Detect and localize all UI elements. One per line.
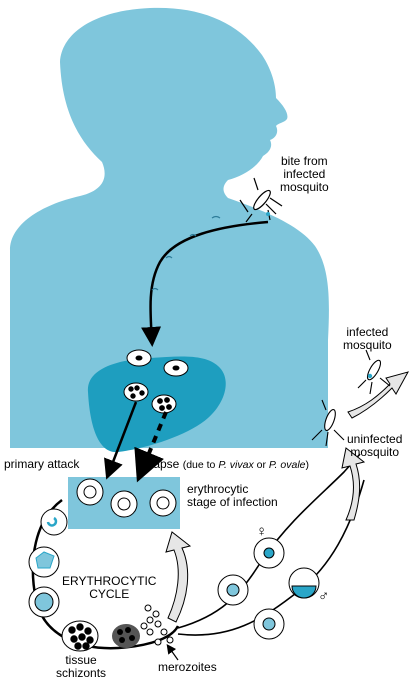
- liver-cells: [123, 349, 189, 414]
- merozoites-pointer: [166, 644, 179, 661]
- infected-mosquito-icon: [357, 349, 391, 395]
- female-symbol: ♀: [256, 523, 268, 540]
- relapse-label: relapse (due to P. vivax or P. ovale): [140, 457, 309, 472]
- uninfected-mosquito-icon: [311, 399, 345, 447]
- mosquito-bite-icon: [239, 177, 283, 223]
- sporozoite-path: [141, 220, 269, 347]
- free-merozoites: [140, 604, 174, 646]
- rupturing-schizont: [112, 624, 140, 648]
- primary-attack-path: [104, 401, 138, 480]
- merozoites-label: merozoites: [158, 660, 217, 674]
- human-silhouette: [10, 7, 329, 449]
- sporozoites: [151, 215, 221, 291]
- return-to-band-arrow: [165, 531, 192, 623]
- erythrocytic-cycle-ring: [31, 498, 180, 650]
- male-symbol: ♂: [318, 588, 330, 605]
- tissue-schizont-cell: [61, 620, 99, 652]
- rbc-cycle-cells: [28, 508, 68, 618]
- primary-attack-label: primary attack: [4, 457, 80, 471]
- rbc-band-cells: [76, 478, 177, 518]
- to-mosquito-arrow: [341, 447, 366, 521]
- gametocyte-cells: [217, 537, 320, 640]
- to-infected-mosquito-arrow: [347, 371, 410, 419]
- relapse-path: [134, 411, 168, 483]
